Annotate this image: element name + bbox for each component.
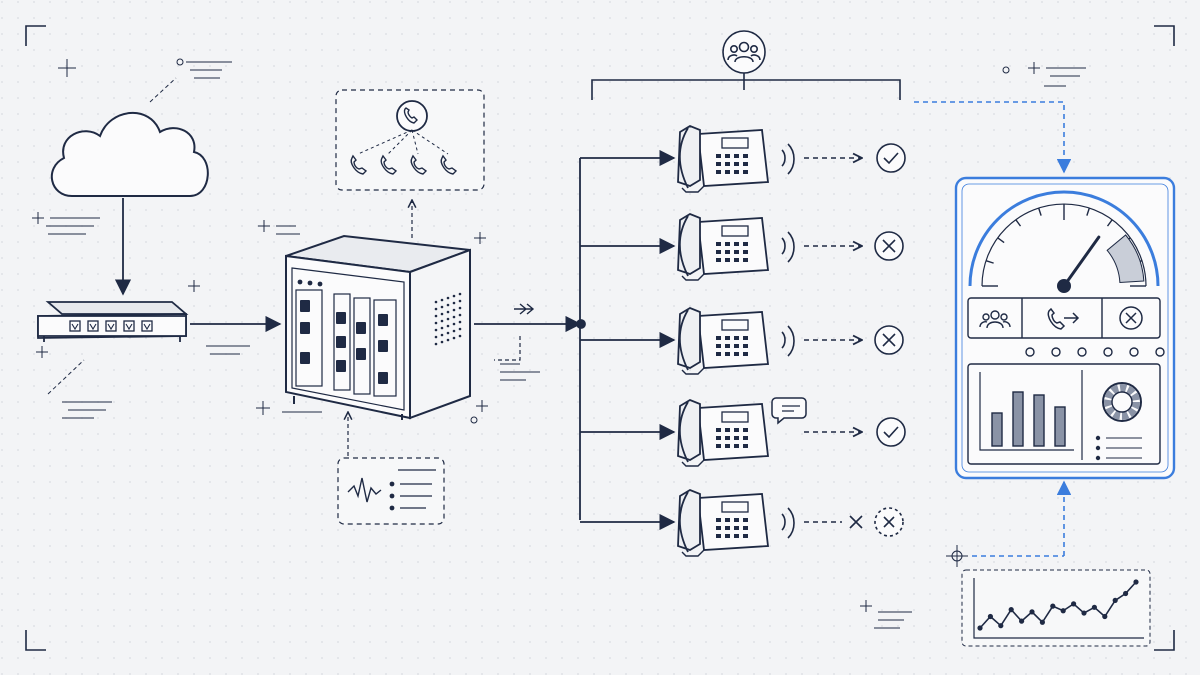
indicator-dot bbox=[1077, 347, 1087, 357]
gauge-tick bbox=[1086, 207, 1091, 216]
waveform-list-icon bbox=[337, 457, 445, 525]
trend-point bbox=[1091, 604, 1097, 610]
handset-icon bbox=[350, 154, 368, 175]
port-icon bbox=[69, 320, 81, 332]
phone-ring-icon bbox=[396, 100, 428, 132]
legend-dot bbox=[1095, 445, 1101, 451]
trend-point bbox=[1112, 597, 1118, 604]
trend-point bbox=[1050, 603, 1056, 609]
sound-waves-icon bbox=[781, 507, 795, 539]
indicator-dot bbox=[1103, 347, 1113, 357]
phone-row bbox=[580, 488, 904, 557]
dashboard-icon bbox=[954, 176, 1176, 480]
phone-row bbox=[580, 124, 906, 193]
x-icon bbox=[874, 325, 904, 355]
gauge-tick bbox=[997, 237, 1005, 244]
team-icon bbox=[722, 30, 766, 74]
dashboard-bar bbox=[991, 412, 1003, 447]
phone-row bbox=[580, 397, 906, 467]
trend-point bbox=[1029, 609, 1035, 615]
call-forward-icon[interactable] bbox=[1047, 307, 1080, 330]
trend-point bbox=[1102, 613, 1108, 620]
gauge-tick bbox=[1106, 219, 1113, 227]
donut-chart-icon bbox=[1102, 382, 1142, 422]
trend-point bbox=[1123, 590, 1129, 597]
bar-axis bbox=[979, 372, 1074, 451]
desk-phone-icon bbox=[677, 488, 770, 557]
gauge-hub bbox=[1057, 279, 1071, 293]
frame-corners bbox=[25, 25, 1175, 651]
legend-dot bbox=[1095, 435, 1101, 441]
trend-point bbox=[977, 625, 983, 631]
port-icon bbox=[87, 320, 99, 332]
handset-icon bbox=[440, 154, 458, 175]
trend-point bbox=[1081, 610, 1087, 616]
forward-chevron-icon bbox=[514, 303, 535, 315]
phone-list bbox=[580, 124, 906, 557]
x-icon bbox=[874, 231, 904, 261]
indicator-dot bbox=[1025, 347, 1035, 357]
legend-dot bbox=[1095, 455, 1101, 461]
close-icon[interactable] bbox=[1119, 306, 1143, 330]
team-to-dashboard-link bbox=[914, 101, 1072, 174]
indicator-dot bbox=[1051, 347, 1061, 357]
port-icon bbox=[123, 320, 135, 332]
gauge-tick bbox=[985, 259, 994, 264]
phone-row bbox=[580, 306, 904, 375]
dashboard-bar bbox=[1012, 391, 1024, 447]
ring-group-box bbox=[335, 89, 485, 191]
trend-point bbox=[1060, 608, 1066, 614]
dashboard-bar bbox=[1033, 394, 1045, 447]
check-icon bbox=[876, 417, 906, 447]
trend-point bbox=[1019, 618, 1025, 624]
phone-row bbox=[580, 212, 904, 281]
gauge-arc bbox=[968, 190, 1160, 287]
chat-bubble-icon bbox=[771, 397, 807, 425]
desk-phone-icon bbox=[677, 124, 770, 193]
handset-icon bbox=[410, 154, 428, 175]
sound-waves-icon bbox=[781, 231, 795, 263]
gauge-tick bbox=[1015, 219, 1022, 227]
indicator-dot bbox=[1129, 347, 1139, 357]
check-icon bbox=[876, 143, 906, 173]
team-bracket bbox=[591, 73, 901, 100]
port-icon bbox=[105, 320, 117, 332]
trend-line bbox=[979, 581, 1137, 629]
line-chart-icon bbox=[961, 569, 1151, 647]
desk-phone-icon bbox=[677, 306, 770, 375]
gauge-tick bbox=[1037, 207, 1042, 216]
trend-point bbox=[987, 613, 994, 620]
trend-point bbox=[1133, 579, 1139, 585]
trend-point bbox=[1008, 607, 1014, 613]
handset-icon bbox=[380, 154, 398, 175]
cloud-icon bbox=[50, 112, 209, 197]
x-dashed-icon bbox=[849, 507, 904, 537]
trend-point bbox=[998, 623, 1004, 629]
dashboard-legend bbox=[1095, 435, 1142, 461]
gauge bbox=[968, 190, 1160, 293]
port-icon bbox=[141, 320, 153, 332]
router-icon bbox=[37, 301, 189, 342]
trend-point bbox=[1071, 601, 1077, 607]
desk-phone-icon bbox=[677, 212, 770, 281]
gauge-zone bbox=[1106, 234, 1145, 284]
dashboard-bar bbox=[1054, 406, 1066, 447]
pbx-server-icon bbox=[285, 234, 471, 420]
indicator-dots bbox=[1025, 347, 1165, 357]
desk-phone-icon bbox=[677, 398, 770, 467]
sound-waves-icon bbox=[781, 325, 795, 357]
gauge-needle bbox=[1062, 235, 1101, 288]
team-icon[interactable] bbox=[979, 310, 1011, 329]
dashboard-bar-chart bbox=[979, 372, 1074, 451]
distribution-bus bbox=[576, 158, 586, 520]
sound-waves-icon bbox=[781, 143, 795, 175]
pbx-side-connector bbox=[494, 336, 521, 361]
trend-point bbox=[1039, 619, 1045, 625]
indicator-dot bbox=[1155, 347, 1165, 357]
